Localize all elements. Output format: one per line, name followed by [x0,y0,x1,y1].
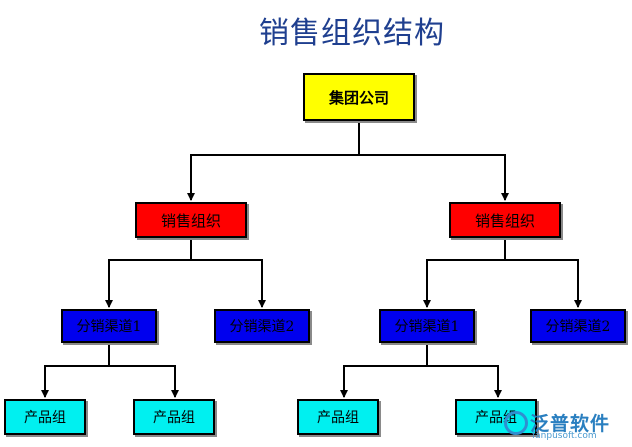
node-sales-org-right: 销售组织 [449,202,561,238]
watermark: 泛普软件 fanpusoft.com [504,409,628,443]
connector-sales-right-chan-1 [423,238,506,308]
connector-root-sales-left [187,121,360,201]
node-channel-right-2: 分销渠道2 [530,309,626,343]
node-product-group-2: 产品组 [133,399,215,435]
node-channel-left-2: 分销渠道2 [214,309,310,343]
node-channel-right-1: 分销渠道1 [379,309,475,343]
node-channel-left-1: 分销渠道1 [61,309,157,343]
node-group-company: 集团公司 [303,73,415,121]
connector-chan-right-prod-1 [340,343,428,398]
watermark-name: 泛普软件 [530,413,611,435]
node-product-group-1: 产品组 [4,399,86,435]
node-sales-org-left: 销售组织 [135,202,247,238]
fanpu-logo-icon [504,411,528,435]
connector-sales-left-chan-2 [191,259,266,308]
diagram-title: 销售组织结构 [259,16,445,51]
connector-sales-right-chan-2 [505,259,582,308]
connector-chan-left-prod-1 [41,343,110,398]
connector-chan-right-prod-2 [427,365,502,398]
watermark-url: fanpusoft.com [532,431,597,441]
connector-root-sales-right [359,154,509,201]
connector-sales-left-chan-1 [105,238,192,308]
connector-chan-left-prod-2 [109,365,179,398]
node-product-group-3: 产品组 [297,399,379,435]
